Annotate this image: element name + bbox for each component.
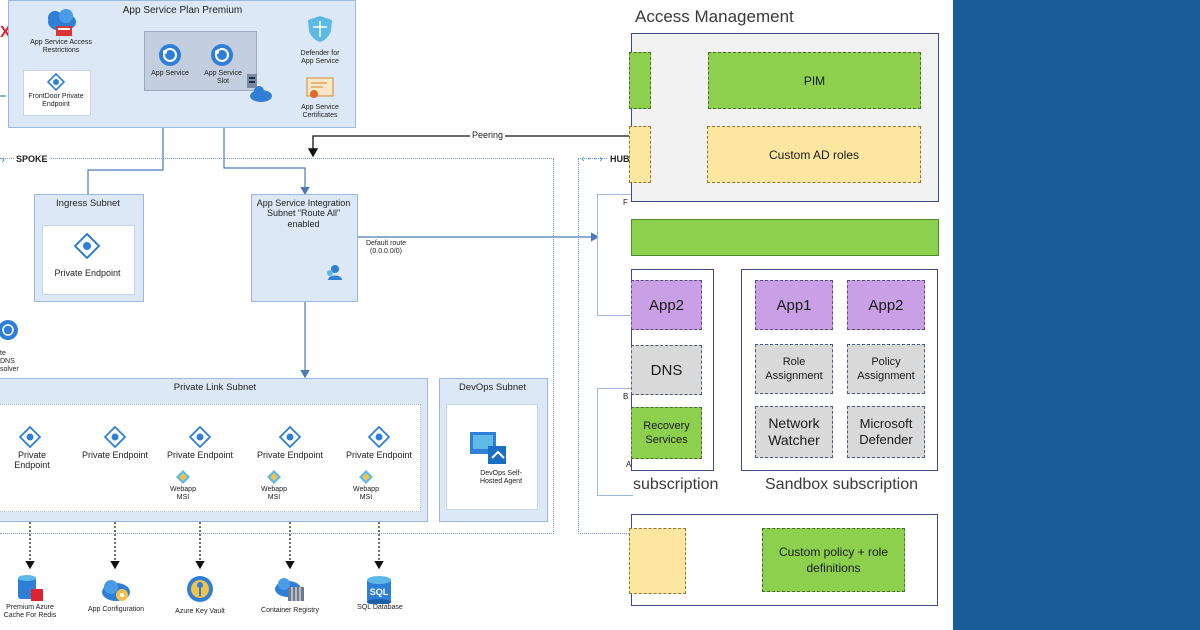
app-configuration-icon [102,580,130,601]
webapp-msi-label: Webapp MSI [261,486,287,502]
brand-band [953,0,1200,630]
svg-text:›: › [0,155,6,165]
private-endpoint-label: Private Endpoint [81,450,149,460]
defender-shield-icon [308,16,332,42]
frontdoor-pe-label: FrontDoor Private Endpoint [28,93,84,109]
private-endpoint-label: Private Endpoint [256,450,324,460]
container-registry-icon [275,578,304,601]
private-endpoint-icon [189,426,211,448]
service-label: Azure Key Vault [175,608,225,615]
service-label: SQL Database [357,604,403,611]
sandbox-app2-card: App2 [847,280,925,330]
private-endpoint-icon [74,233,100,259]
private-endpoint-label: Private Endpoint [345,450,413,460]
devops-subnet-title: DevOps Subnet [458,382,527,393]
devops-agent-icon [470,432,506,464]
default-route-label: Default route (0.0.0.0/0) [365,240,407,256]
key-vault-icon [187,576,213,602]
policy-card-fragment [629,528,686,594]
hub-vnet-icon: ‹··› [580,154,602,164]
webapp-msi-label: Webapp MSI [353,486,379,502]
service-label: App Configuration [87,606,145,613]
microsoft-defender-card: Microsoft Defender [847,406,925,458]
app-service-plan-title: App Service Plan Premium [122,5,243,16]
private-link-inner [0,404,421,512]
private-endpoint-icon [19,426,41,448]
certificate-icon [306,77,334,98]
dns-resolver-label: te DNS solver [0,350,19,374]
role-assignment-card: Role Assignment [755,344,833,394]
private-endpoint-label: Private Endpoint [166,450,234,460]
private-endpoint-icon [368,426,390,448]
devops-agent-label: DevOps Self-Hosted Agent [479,470,523,486]
integration-subnet-title: App Service Integration Subnet “Route Al… [256,198,351,229]
app2-card: App2 [631,280,702,330]
dns-card: DNS [631,345,702,395]
redis-cache-icon [18,575,43,601]
service-label: Premium Azure Cache For Redis [3,604,57,620]
private-endpoint-icon [47,73,65,91]
private-link-subnet-title: Private Link Subnet [173,382,257,393]
vnet-icon: › [0,155,6,165]
green-banner [631,219,939,256]
access-restrictions-icon [48,9,76,36]
sql-database-icon: SQL [367,576,391,604]
policy-assignment-card: Policy Assignment [847,344,925,394]
peering-label: Peering [470,130,506,140]
ingress-subnet-title: Ingress Subnet [56,198,120,209]
managed-identity-icon [359,470,373,484]
custom-ad-roles-card: Custom AD roles [707,126,921,183]
hub-fragment-b: B [623,392,629,401]
access-restrictions-label: App Service Access Restrictions [30,39,92,55]
svg-text:‹··›: ‹··› [580,154,602,164]
spoke-label: SPOKE [14,154,50,164]
svg-text:SQL: SQL [370,587,389,597]
recovery-services-card: Recovery Services [631,407,702,459]
app-service-icon [159,44,181,66]
red-fragment: X [0,24,11,41]
service-label: Container Registry [261,607,319,614]
access-card-fragment [629,52,651,109]
access-management-title: Access Management [635,7,794,26]
sandbox-app1-card: App1 [755,280,833,330]
private-endpoint-icon [104,426,126,448]
sandbox-subscription-label: Sandbox subscription [765,476,918,493]
ingress-pe-label: Private Endpoint [54,268,121,278]
custom-policy-card: Custom policy + role definitions [762,528,905,592]
managed-identity-icon [176,470,190,484]
app-service-slot-label: App Service Slot [204,70,242,86]
governance-panel: Access Management PIM Custom AD roles Ap… [629,0,953,630]
dns-resolver-icon [0,320,18,340]
frontdoor-pe-box [23,70,91,116]
spoke-boundary [0,158,554,534]
defender-label: Defender for App Service [300,50,340,66]
hub-fragment-f: F [623,198,628,207]
hub-label: HUB [608,154,632,164]
webapp-msi-label: Webapp MSI [170,486,196,502]
left-subscription-label: subscription [633,476,719,493]
pim-card: PIM [708,52,921,109]
app-service-label: App Service [151,70,189,77]
access-card-fragment [629,126,651,183]
certificates-label: App Service Certificates [301,104,339,120]
integration-subnet [251,194,358,302]
managed-identity-icon [267,470,281,484]
network-watcher-card: Network Watcher [755,406,833,458]
app-service-slot-icon [211,44,233,66]
hub-fragment-a: A [626,460,632,469]
cloud-storage-icon [247,74,272,102]
private-endpoint-label: Private Endpoint [14,450,50,471]
user-identity-icon [327,265,342,280]
private-endpoint-icon [279,426,301,448]
